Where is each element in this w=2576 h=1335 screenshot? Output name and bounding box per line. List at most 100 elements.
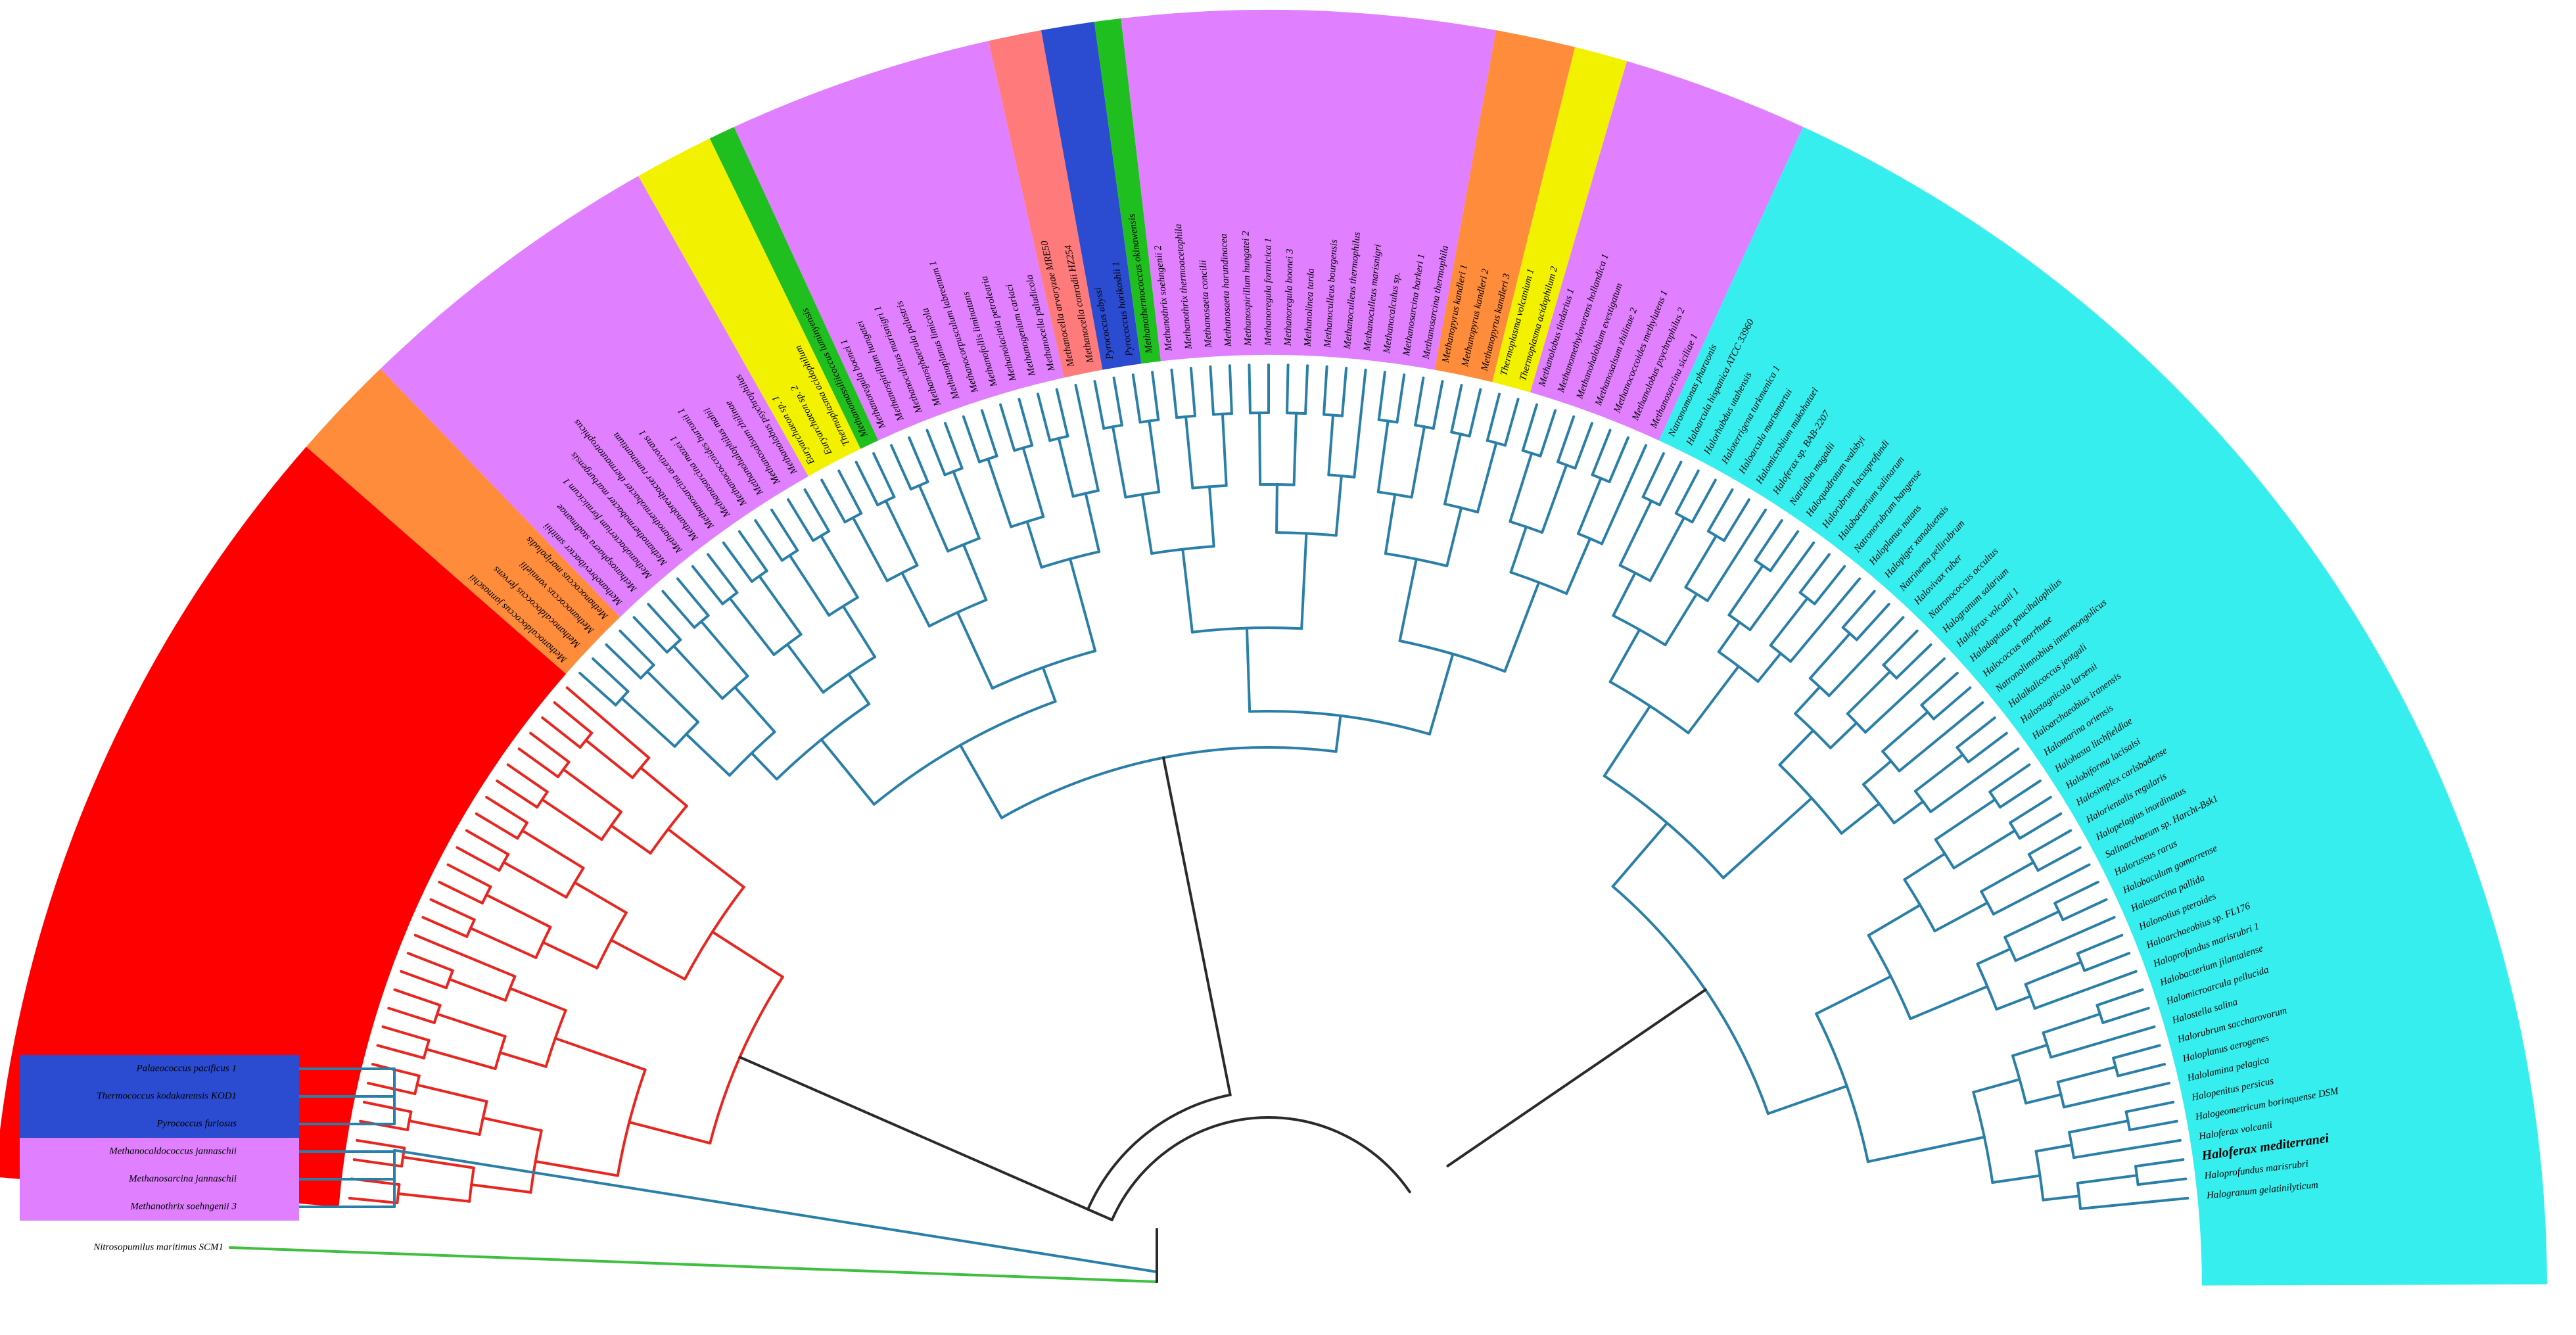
branch — [2096, 988, 2144, 1007]
branch — [1377, 371, 1386, 421]
branch — [820, 738, 876, 806]
branch — [1992, 863, 2091, 916]
branch — [952, 470, 981, 540]
branch — [485, 795, 528, 824]
branch — [609, 824, 652, 855]
branch — [542, 941, 599, 970]
branch — [1476, 441, 1498, 514]
branch — [754, 519, 784, 562]
branch — [1170, 368, 1179, 419]
branch — [787, 498, 815, 542]
branch — [699, 620, 749, 678]
branch — [632, 616, 668, 654]
branch — [1021, 446, 1045, 519]
branch — [1863, 657, 1946, 734]
branch — [465, 829, 510, 856]
branch — [707, 553, 739, 594]
branch — [1591, 429, 1612, 477]
branch — [1769, 530, 1800, 573]
branch — [2003, 910, 2061, 939]
branch — [959, 743, 1003, 820]
branch — [820, 479, 847, 524]
branch — [1855, 603, 1890, 642]
branch — [1867, 903, 1922, 937]
branch — [2033, 970, 2138, 1010]
backbone-branch — [1087, 1093, 1232, 1211]
branch — [2068, 1119, 2130, 1134]
clade-band-1 — [306, 369, 621, 674]
branch — [1084, 492, 1101, 553]
branch — [1722, 498, 1750, 542]
branch — [1641, 452, 1665, 498]
branch — [1140, 493, 1154, 555]
branch — [1706, 508, 1768, 602]
branch — [1789, 577, 1862, 663]
clade-band-11 — [1492, 47, 1628, 392]
branch — [393, 988, 442, 1007]
branch — [502, 860, 568, 899]
branch — [1988, 763, 2031, 793]
branch — [2027, 829, 2073, 856]
outgroup-label: Nitrosopumilus maritimus SCM1 — [93, 1242, 223, 1252]
branch — [1898, 701, 1984, 772]
branch — [1756, 651, 1783, 683]
branch — [1815, 975, 1892, 1016]
branch — [750, 751, 778, 781]
outgroup-branch — [229, 1246, 1158, 1283]
branch — [1189, 366, 1197, 417]
branch — [2011, 1043, 2049, 1058]
branch — [413, 933, 517, 978]
branch — [387, 1006, 436, 1024]
branch — [1674, 469, 1700, 515]
branch — [1334, 714, 1342, 753]
branch — [1181, 548, 1194, 634]
branch — [2025, 1093, 2063, 1105]
branch — [884, 500, 919, 567]
branch — [1539, 409, 1557, 457]
branch — [1209, 365, 1215, 416]
branch — [667, 828, 745, 889]
clade-band-6 — [988, 30, 1103, 378]
branch — [2024, 960, 2083, 986]
branch — [1892, 800, 1925, 825]
branch — [1486, 392, 1501, 442]
backbone-branch — [1110, 1116, 1411, 1221]
branch — [2049, 1025, 2156, 1059]
branch — [728, 597, 776, 656]
leaf-label: Methanolinea tarda — [1303, 268, 1317, 348]
branch — [855, 460, 879, 507]
branch — [1846, 670, 1892, 715]
branch — [1903, 852, 1946, 881]
branch — [1798, 553, 1831, 594]
branch — [1184, 415, 1194, 490]
branch — [393, 1149, 1158, 1273]
branch — [1509, 525, 1528, 574]
branch — [1112, 425, 1127, 499]
branch — [918, 484, 950, 553]
branch — [1041, 666, 1057, 703]
branch — [1248, 363, 1252, 415]
branch — [540, 798, 603, 841]
branch — [469, 927, 538, 959]
branch — [1991, 1174, 2042, 1184]
branch — [1353, 368, 1367, 479]
leaf-label: Palaeococcus pacificus 1 — [136, 1063, 237, 1073]
branch — [2062, 1081, 2170, 1109]
branch — [1881, 711, 1929, 753]
branch — [1221, 412, 1228, 487]
branch — [1866, 1135, 1986, 1163]
leaf-label: Pyrococcus furiosus — [156, 1118, 237, 1129]
branch — [1292, 411, 1298, 486]
branch — [508, 987, 567, 1012]
branch — [1840, 802, 1881, 835]
branch — [359, 1119, 409, 1131]
branch — [400, 970, 448, 989]
branch — [691, 565, 724, 605]
branch — [1794, 686, 1821, 715]
branch — [1057, 436, 1075, 498]
branch — [1862, 759, 1892, 786]
branch — [470, 1183, 532, 1194]
branch — [429, 898, 476, 922]
branch — [980, 409, 998, 457]
